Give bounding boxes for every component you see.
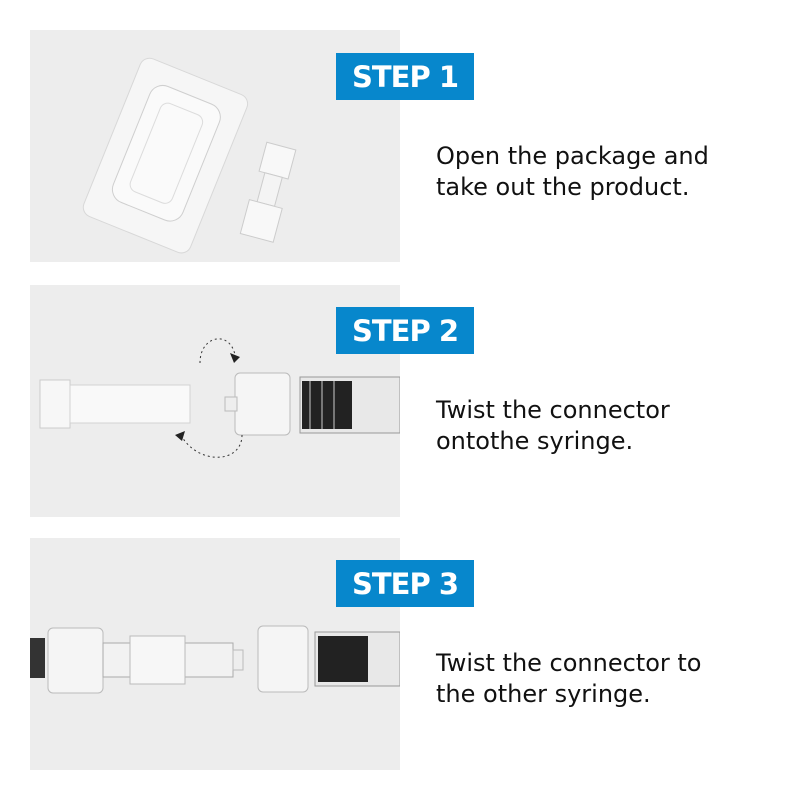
package-illustration (82, 57, 297, 254)
step-3-line-2: the other syringe. (436, 680, 651, 708)
step-3-line-1: Twist the connector to (436, 649, 702, 677)
step-1-badge: STEP 1 (336, 53, 474, 100)
step-2-badge: STEP 2 (336, 307, 474, 354)
step-1-line-1: Open the package and (436, 142, 709, 170)
step-3-description: Twist the connector to the other syringe… (436, 648, 786, 710)
step-3-badge: STEP 3 (336, 560, 474, 607)
step-1-line-2: take out the product. (436, 173, 690, 201)
step-2-description: Twist the connector ontothe syringe. (436, 395, 786, 457)
step-1-description: Open the package and take out the produc… (436, 141, 786, 203)
connector-syringe-illustration (39, 338, 400, 458)
step-2-line-2: ontothe syringe. (436, 427, 634, 455)
two-syringe-illustration (30, 625, 400, 694)
step-2-image (30, 285, 400, 517)
step-2-line-1: Twist the connector (436, 396, 670, 424)
